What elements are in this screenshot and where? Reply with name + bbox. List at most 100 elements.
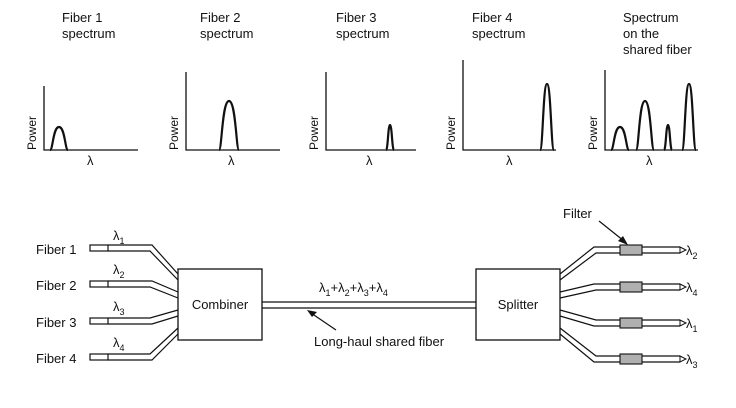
input-lambda-4: λ: [113, 335, 120, 350]
spectrum-title-2-line-1: Fiber 2: [200, 10, 240, 25]
spectrum-axes-1: [43, 86, 138, 151]
spectrum-title-1-line-1: Fiber 1: [62, 10, 102, 25]
output-line-2: [559, 283, 620, 299]
svg-text:λ4: λ4: [113, 335, 125, 353]
output-fiber-1: λ2: [559, 243, 698, 281]
input-lambda-1: λ: [113, 228, 120, 243]
splitter-box: [475, 268, 561, 341]
spectrum-y-label-3: Power: [307, 116, 321, 150]
output-lambda-2: λ: [686, 280, 693, 295]
spectrum-peak-2: [217, 99, 241, 152]
input-fiber-2: Fiber 2 λ2: [36, 262, 179, 299]
combiner-box: [177, 268, 263, 341]
spectrum-title-4-line-1: Fiber 4: [472, 10, 512, 25]
filter-2: [619, 281, 643, 293]
output-lambda-sub-4: 3: [693, 360, 698, 370]
spectrum-peak-shared-3: [662, 123, 674, 152]
output-fiber-4: λ3: [559, 327, 698, 370]
spectrum-peak-3: [384, 123, 396, 152]
output-line-3: [559, 309, 620, 327]
spectrum-title-4-line-2: spectrum: [472, 26, 525, 41]
spectrum-x-label-1: λ: [87, 153, 94, 168]
input-lambda-sub-4: 4: [120, 343, 125, 353]
fiber-connector-4: [89, 353, 109, 361]
spectrum-title-1-line-2: spectrum: [62, 26, 115, 41]
spectrum-y-label-4: Power: [444, 116, 458, 150]
input-fiber-label-2: Fiber 2: [36, 278, 76, 293]
filter-4: [619, 353, 643, 365]
spectrum-y-label-1: Power: [25, 116, 39, 150]
filter-arrowhead: [618, 236, 628, 245]
shared-fiber-caption: Long-haul shared fiber: [314, 334, 445, 349]
filter-3: [619, 317, 643, 329]
spectrum-title-5-line-1: Spectrum: [623, 10, 679, 25]
spectrum-y-label-5: Power: [586, 116, 600, 150]
input-fiber-3: Fiber 3 λ3: [36, 299, 179, 330]
input-fiber-1: Fiber 1 λ1: [36, 228, 179, 281]
spectrum-panel-3: Fiber 3 spectrum Power λ: [307, 10, 416, 168]
output-line-1: [559, 246, 620, 281]
input-fiber-label-4: Fiber 4: [36, 351, 76, 366]
spectrum-x-label-2: λ: [228, 153, 235, 168]
input-lambda-3: λ: [113, 299, 120, 314]
spectrum-axes-5: [604, 70, 698, 151]
fiber-line-2: [108, 280, 179, 299]
spectrum-y-label-2: Power: [167, 116, 181, 150]
combiner-label: Combiner: [192, 297, 249, 312]
output-tip-4: [679, 355, 688, 363]
output-fiber-2: λ4: [559, 280, 698, 299]
spectrum-x-label-5: λ: [646, 153, 653, 168]
shared-fiber-pointer: [310, 312, 337, 331]
input-lambda-2: λ: [113, 262, 120, 277]
output-lambda-4: λ: [686, 352, 693, 367]
spectrum-panel-4: Fiber 4 spectrum Power λ: [444, 10, 556, 168]
spectrum-x-label-4: λ: [506, 153, 513, 168]
svg-text:λ1: λ1: [686, 316, 698, 334]
spectrum-peak-shared-1: [609, 125, 631, 152]
fiber-line-4: [108, 327, 179, 361]
fiber-connector-1: [89, 244, 109, 252]
fiber-line-1: [108, 244, 179, 281]
spectrum-peak-shared-4: [680, 82, 698, 152]
spectrum-x-label-3: λ: [366, 153, 373, 168]
svg-text:λ2: λ2: [113, 262, 125, 280]
spectrum-panel-shared: Spectrum on the shared fiber Power λ: [586, 10, 698, 168]
spectrum-title-5-line-3: shared fiber: [623, 42, 692, 57]
spectrum-axes-2: [185, 72, 280, 151]
spectrum-panel-2: Fiber 2 spectrum Power λ: [167, 10, 280, 168]
spectrum-title-3-line-1: Fiber 3: [336, 10, 376, 25]
spectrum-axes-3: [325, 72, 416, 151]
output-lambda-sub-2: 4: [693, 288, 698, 298]
svg-text:λ1: λ1: [113, 228, 125, 246]
output-fiber-3: λ1: [559, 309, 698, 334]
spectrum-title-3-line-2: spectrum: [336, 26, 389, 41]
output-lambda-sub-1: 2: [693, 251, 698, 261]
input-fiber-4: Fiber 4 λ4: [36, 327, 179, 366]
spectrum-axes-4: [462, 60, 556, 151]
svg-text:λ3: λ3: [113, 299, 125, 317]
spectrum-peak-4: [538, 82, 556, 152]
spectrum-panel-1: Fiber 1 spectrum Power λ: [25, 10, 138, 168]
filter-label: Filter: [563, 206, 593, 221]
output-tip-3: [679, 319, 688, 327]
shared-fiber-arrowhead: [307, 310, 317, 317]
output-lambda-1: λ: [686, 243, 693, 258]
spectrum-peak-shared-2: [634, 99, 656, 152]
fiber-connector-2: [89, 280, 109, 288]
svg-text:λ2: λ2: [686, 243, 698, 261]
input-lambda-sub-2: 2: [120, 270, 125, 280]
spectrum-peak-1: [48, 125, 70, 152]
fiber-connector-3: [89, 317, 109, 325]
input-fiber-label-1: Fiber 1: [36, 242, 76, 257]
svg-text:λ4: λ4: [686, 280, 698, 298]
output-lambda-sub-3: 1: [693, 324, 698, 334]
spectrum-title-5-line-2: on the: [623, 26, 659, 41]
input-fiber-label-3: Fiber 3: [36, 315, 76, 330]
input-lambda-sub-1: 1: [120, 236, 125, 246]
fiber-line-3: [108, 309, 179, 325]
splitter-label: Splitter: [498, 297, 539, 312]
output-line-4: [559, 327, 620, 363]
shared-signal: λ1+λ2+λ3+λ4: [319, 280, 388, 298]
input-lambda-sub-3: 3: [120, 307, 125, 317]
